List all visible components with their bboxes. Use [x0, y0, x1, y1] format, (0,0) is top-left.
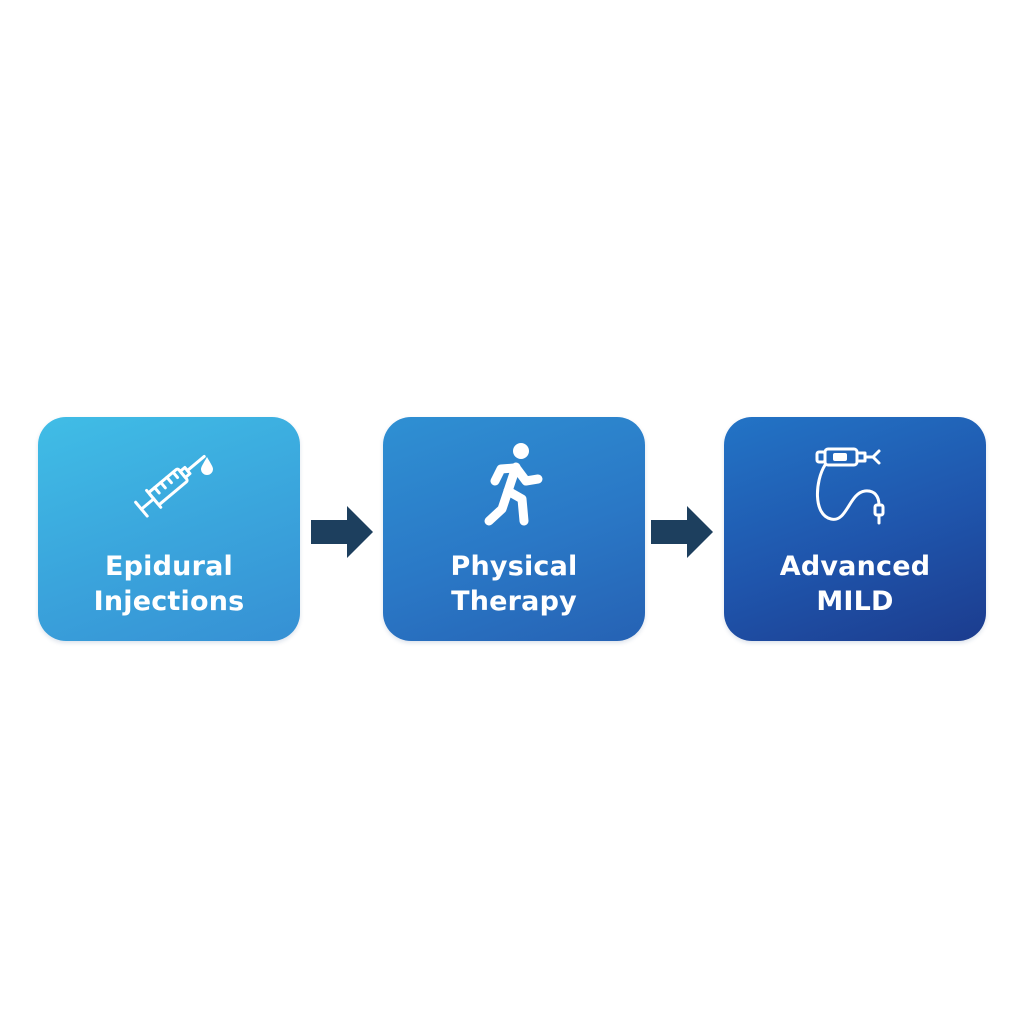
arrow-right-icon: [311, 506, 373, 558]
step-epidural-injections: Epidural Injections: [38, 417, 300, 641]
step-physical-therapy: Physical Therapy: [383, 417, 645, 641]
syringe-icon: [119, 441, 219, 531]
arrow-right-icon: [651, 506, 713, 558]
step-label: Epidural Injections: [93, 551, 245, 617]
medical-device-icon: [805, 441, 905, 531]
step-label: Advanced MILD: [779, 551, 931, 617]
step-advanced-mild: Advanced MILD: [724, 417, 986, 641]
step-label: Physical Therapy: [450, 551, 578, 617]
running-person-icon: [464, 441, 564, 531]
